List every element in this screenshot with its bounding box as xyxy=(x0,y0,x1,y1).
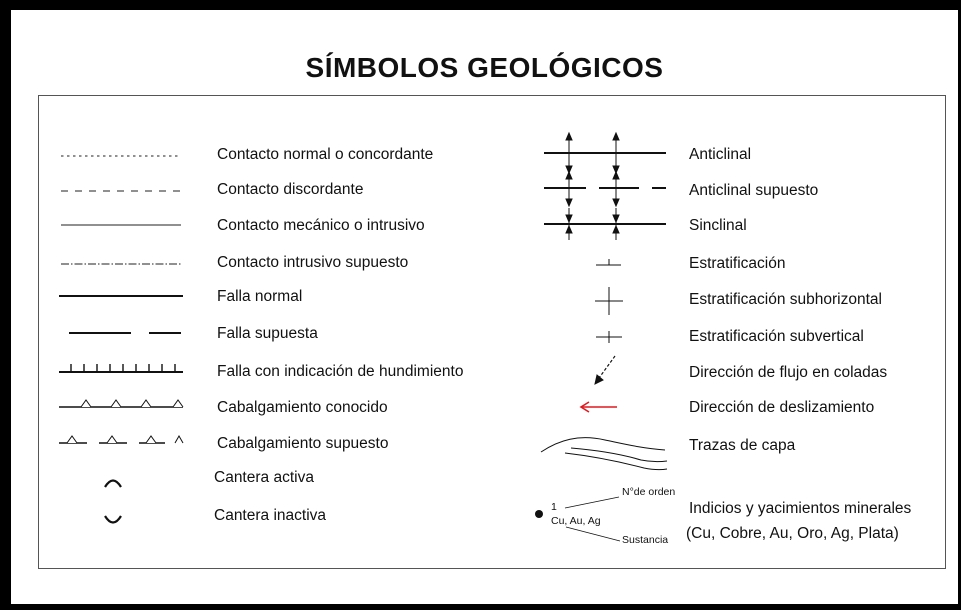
legend-label-bedding-subhorizontal: Estratificación subhorizontal xyxy=(689,291,882,308)
page-title: SÍMBOLOS GEOLÓGICOS xyxy=(305,52,664,83)
legend-label-layer-traces: Trazas de capa xyxy=(689,437,796,454)
quarry-inactive-symbol xyxy=(104,515,122,524)
thrust-supposed-symbol xyxy=(59,434,184,444)
legend-label-contact-mechanical: Contacto mecánico o intrusivo xyxy=(217,217,425,234)
legend-label-flow-direction: Dirección de flujo en coladas xyxy=(689,364,888,381)
legend-label-fault-normal: Falla normal xyxy=(217,288,303,305)
legend-label-anticline-supposed: Anticlinal supuesto xyxy=(689,182,819,199)
mineral-order-caption: N°de orden xyxy=(622,486,676,498)
mineral-index-symbol xyxy=(535,496,621,542)
legend-label-anticline: Anticlinal xyxy=(689,146,752,163)
layer-traces-symbol xyxy=(540,437,668,471)
bedding-subhorizontal-symbol xyxy=(595,287,623,315)
symbol-canvas xyxy=(59,131,668,542)
legend-label-contact-discordant: Contacto discordante xyxy=(217,181,364,198)
anticline-symbol xyxy=(544,131,666,175)
legend-label-mineral-substances-key: (Cu, Cobre, Au, Oro, Ag, Plata) xyxy=(686,525,899,542)
anticline-supposed-symbol xyxy=(544,170,666,208)
thrust-known-symbol xyxy=(59,399,184,408)
legend-sheet: SÍMBOLOS GEOLÓGICOS xyxy=(11,10,958,604)
syncline-symbol xyxy=(544,208,666,240)
legend-label-fault-supposed: Falla supuesta xyxy=(217,325,318,342)
legend-label-thrust-known: Cabalgamiento conocido xyxy=(217,399,388,416)
quarry-active-symbol xyxy=(104,479,122,488)
legend-label-bedding: Estratificación xyxy=(689,255,786,272)
legend-label-fault-subsidence: Falla con indicación de hundimiento xyxy=(217,363,464,380)
strike-dip-symbol xyxy=(596,259,621,266)
legend-label-quarry-active: Cantera activa xyxy=(214,469,314,486)
fault-subsidence-symbol xyxy=(59,364,183,373)
bedding-subvertical-symbol xyxy=(596,331,622,343)
flow-direction-symbol xyxy=(594,355,616,385)
mineral-order-number: 1 xyxy=(551,501,557,513)
legend-label-mineral-deposits: Indicios y yacimientos minerales xyxy=(689,500,912,517)
legend-label-contact-intrusive-supposed: Contacto intrusivo supuesto xyxy=(217,254,409,271)
mineral-substances: Cu, Au, Ag xyxy=(551,515,601,527)
slide-direction-symbol xyxy=(579,401,617,413)
legend-label-quarry-inactive: Cantera inactiva xyxy=(214,507,327,524)
legend-label-thrust-supposed: Cabalgamiento supuesto xyxy=(217,435,389,452)
mineral-substance-caption: Sustancia xyxy=(622,534,669,546)
legend-label-bedding-subvertical: Estratificación subvertical xyxy=(689,328,864,345)
legend-label-contact-normal: Contacto normal o concordante xyxy=(217,146,434,163)
legend-label-slide-direction: Dirección de deslizamiento xyxy=(689,399,875,416)
legend-box: Contacto normal o concordante Contacto d… xyxy=(38,95,946,569)
legend-label-syncline: Sinclinal xyxy=(689,217,747,234)
